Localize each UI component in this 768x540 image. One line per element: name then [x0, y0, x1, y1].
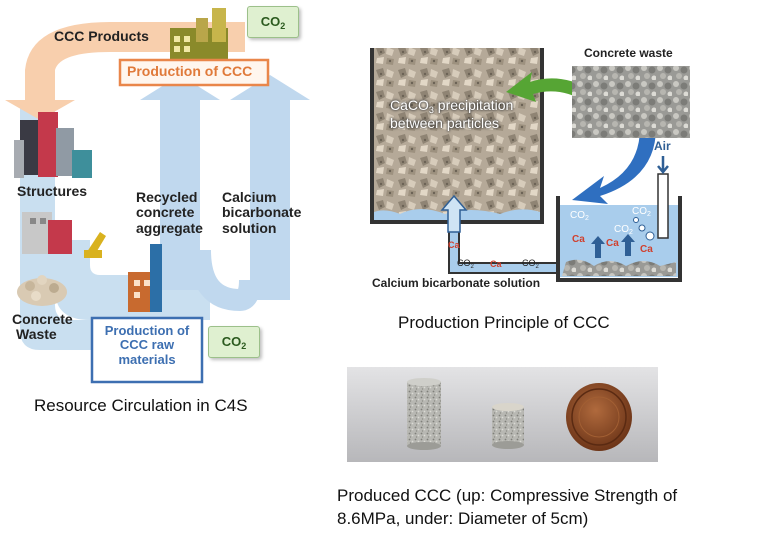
air-bubble-1 — [645, 231, 655, 241]
concrete-waste-pile-icon — [17, 275, 67, 306]
tank-ca-1: Ca — [572, 234, 585, 245]
air-label: Air — [654, 139, 671, 153]
production-of-ccc-label: Production of CCC — [127, 63, 253, 79]
coin — [566, 383, 632, 451]
ccc-products-label: CCC Products — [54, 28, 149, 44]
calcium-solution-up-arrow — [230, 75, 310, 300]
blue-arrow — [572, 128, 656, 204]
pipe-co2-2-text: CO — [522, 258, 536, 268]
left-diagram-caption: Resource Circulation in C4S — [34, 396, 248, 415]
top-factory-icon — [170, 8, 228, 62]
tank-ca-2: Ca — [606, 238, 619, 249]
calcium-line-1: Calcium — [222, 189, 277, 205]
air-pipe — [657, 173, 669, 239]
tank-co2-1-sub: 2 — [585, 215, 589, 222]
pipe-ca-2: Ca — [490, 259, 502, 269]
ca-up-arrow-1 — [591, 236, 605, 258]
pipe-co2-1-sub: 2 — [470, 264, 474, 270]
green-arrow — [506, 72, 592, 102]
photo-caption-line-2: 8.6MPa, under: Diameter of 5cm) — [337, 508, 589, 528]
co2-bottom-subscript: 2 — [241, 341, 247, 351]
recycled-line-2: concrete — [136, 204, 195, 221]
production-raw-materials-box — [90, 316, 204, 384]
precip-word: precipitation — [433, 97, 514, 113]
tall-ccc-specimen — [407, 378, 441, 450]
packed-aggregate — [374, 48, 540, 214]
photo-caption-line-1: Produced CCC (up: Compressive Strength o… — [337, 486, 678, 505]
precip-sub: 3 — [428, 105, 434, 115]
short-ccc-specimen — [492, 403, 524, 449]
tank-co2-2-sub: 2 — [629, 229, 633, 236]
recycled-line-3: aggregate — [136, 219, 203, 236]
raw-line-2: CCC raw — [119, 337, 175, 353]
air-bubble-3 — [633, 217, 639, 223]
ca-up-arrow-2 — [621, 234, 635, 256]
loop-connector — [189, 249, 261, 312]
structures-icon — [14, 112, 92, 178]
production-of-ccc-box — [118, 58, 270, 87]
co2-top-subscript: 2 — [280, 21, 286, 31]
precip-line-1: CaCO3 precipitation — [390, 97, 514, 116]
calcium-bicarbonate-label: Calcium bicarbonate solution — [222, 189, 302, 236]
co2-top-badge: CO2 — [247, 6, 299, 38]
right-tank — [556, 196, 682, 282]
pipe-co2-2: CO2 — [522, 258, 539, 271]
bottom-factory-icon — [128, 244, 162, 312]
tank-ca-3: Ca — [640, 244, 653, 255]
precip-line-2: between particles — [390, 114, 499, 131]
calcium-line-3: solution — [222, 219, 277, 236]
structures-label: Structures — [17, 183, 88, 199]
air-arrow — [657, 156, 669, 174]
tank-rubble — [562, 259, 676, 276]
concrete-line-1: Concrete — [12, 311, 73, 327]
calcium-line-2: bicarbonate — [222, 204, 302, 221]
concrete-waste-label: Concrete Waste — [12, 311, 73, 343]
concrete-line-2: Waste — [16, 326, 57, 343]
co2-top-text: CO — [260, 14, 281, 29]
raw-line-3: materials — [118, 351, 176, 367]
pipe-co2-1-text: CO — [457, 258, 471, 268]
pipe-ca-1: Ca — [448, 240, 460, 250]
construction-icon — [22, 212, 106, 258]
solution-up-arrow — [440, 194, 468, 233]
production-raw-materials-label: Production of CCC raw materials — [92, 323, 202, 367]
co2-bottom-badge: CO2 — [208, 326, 260, 358]
tank-co2-2-text: CO — [614, 224, 629, 235]
tank-co2-3-sub: 2 — [647, 211, 651, 218]
calcium-bicarbonate-solution-label: Calcium bicarbonate solution — [372, 276, 541, 290]
co2-bottom-text: CO — [221, 334, 242, 349]
recycled-aggregate-up-arrow — [140, 75, 220, 290]
tank-co2-2: CO2 — [614, 224, 633, 237]
pipe-co2-1: CO2 — [457, 258, 474, 271]
precip-caco: CaCO — [390, 97, 429, 113]
recycled-line-1: Recycled — [136, 189, 198, 205]
photo-caption: Produced CCC (up: Compressive Strength o… — [337, 485, 677, 531]
caco3-precipitation-label: CaCO3 precipitation between particles — [390, 97, 514, 131]
right-diagram-caption: Production Principle of CCC — [398, 313, 610, 332]
concrete-waste-photo — [572, 66, 690, 138]
tank-co2-1-text: CO — [570, 210, 585, 221]
tank-co2-3-text: CO — [632, 206, 647, 217]
concrete-waste-title: Concrete waste — [584, 46, 673, 60]
recycled-aggregate-label: Recycled concrete aggregate — [136, 189, 203, 236]
pipe-co2-2-sub: 2 — [535, 264, 539, 270]
air-bubble-2 — [638, 224, 646, 232]
tank-co2-1: CO2 — [570, 210, 589, 223]
tank-co2-3: CO2 — [632, 206, 651, 219]
raw-line-1: Production of — [104, 323, 190, 338]
bicarbonate-pipe-inner — [450, 222, 566, 272]
